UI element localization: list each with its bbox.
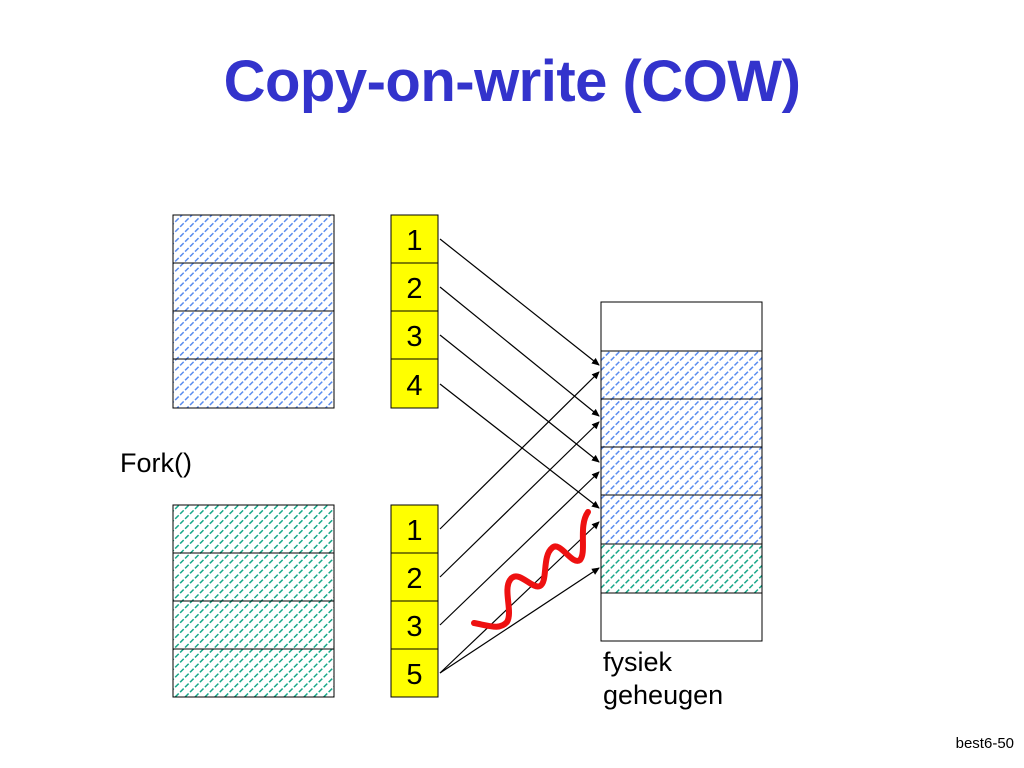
child-vm-page-1 bbox=[172, 504, 335, 554]
child-pt-number-2: 2 bbox=[406, 563, 422, 595]
arrow-child-5-old bbox=[439, 521, 600, 674]
physical-memory bbox=[600, 301, 763, 642]
slide-footer: best6-50 bbox=[955, 735, 1014, 752]
phys-frame-green bbox=[600, 543, 763, 594]
crossed-out-squiggle bbox=[471, 509, 591, 630]
arrow-parent-2 bbox=[439, 286, 600, 417]
parent-pt-entry-3 bbox=[390, 310, 439, 360]
parent-page-table: 1 2 3 4 bbox=[390, 214, 439, 409]
child-vm-page-4 bbox=[172, 648, 335, 698]
child-virtual-memory bbox=[172, 504, 335, 698]
arrow-parent-3 bbox=[439, 334, 600, 463]
slide-title: Copy-on-write (COW) bbox=[223, 49, 801, 114]
parent-pt-number-4: 4 bbox=[406, 370, 422, 402]
phys-frame-empty-bottom bbox=[600, 592, 763, 642]
fork-label: Fork() bbox=[120, 448, 192, 478]
child-pt-number-4: 5 bbox=[406, 659, 422, 691]
phys-frame-blue-2 bbox=[600, 398, 763, 448]
parent-pt-number-1: 1 bbox=[406, 225, 422, 257]
arrow-child-3 bbox=[439, 471, 600, 626]
physical-memory-label-line2: geheugen bbox=[603, 680, 723, 710]
child-page-table: 1 2 3 5 bbox=[390, 504, 439, 698]
child-vm-page-2 bbox=[172, 552, 335, 602]
child-pt-number-3: 3 bbox=[406, 611, 422, 643]
arrow-child-2 bbox=[439, 421, 600, 578]
child-pt-entry-3 bbox=[390, 600, 439, 650]
parent-pt-number-2: 2 bbox=[406, 273, 422, 305]
parent-pt-entry-4 bbox=[390, 358, 439, 409]
child-pt-entry-4 bbox=[390, 648, 439, 698]
parent-vm-page-3 bbox=[172, 310, 335, 360]
child-pt-number-1: 1 bbox=[406, 515, 422, 547]
parent-vm-page-1 bbox=[172, 214, 335, 264]
parent-vm-page-2 bbox=[172, 262, 335, 312]
parent-vm-page-4 bbox=[172, 358, 335, 409]
parent-virtual-memory bbox=[172, 214, 335, 409]
arrow-child-1 bbox=[439, 371, 600, 530]
arrow-parent-4 bbox=[439, 383, 600, 509]
physical-memory-label-line1: fysiek bbox=[603, 647, 673, 677]
parent-mapping-arrows bbox=[439, 238, 600, 509]
phys-frame-blue-4 bbox=[600, 494, 763, 545]
phys-frame-blue-1 bbox=[600, 350, 763, 400]
phys-frame-blue-3 bbox=[600, 446, 763, 496]
arrow-parent-1 bbox=[439, 238, 600, 366]
parent-pt-entry-1 bbox=[390, 214, 439, 264]
phys-frame-empty-top bbox=[600, 301, 763, 352]
child-vm-page-3 bbox=[172, 600, 335, 650]
arrow-child-5-new bbox=[439, 567, 600, 674]
child-mapping-arrows bbox=[439, 371, 600, 674]
parent-pt-number-3: 3 bbox=[406, 321, 422, 353]
parent-pt-entry-2 bbox=[390, 262, 439, 312]
